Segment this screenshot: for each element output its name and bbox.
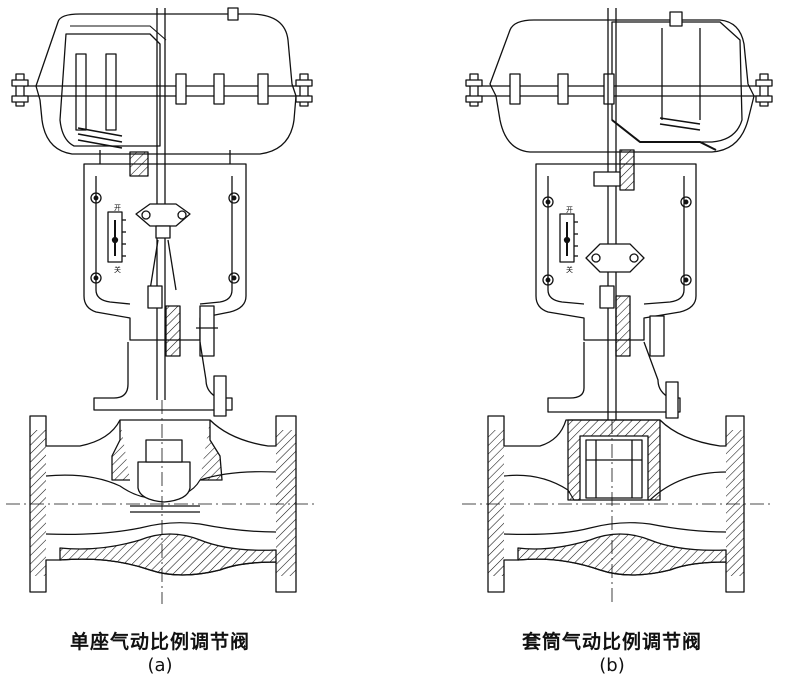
- stem-connector-b: [585, 243, 645, 273]
- actuator-inner-a: [59, 33, 161, 147]
- figure-a-single-seat-valve: 开 关: [6, 7, 316, 604]
- caption-a: 单座气动比例调节阀 (a): [10, 630, 310, 678]
- scale-closed-mark-a: 关: [114, 265, 121, 274]
- stem-connector-a: [135, 203, 191, 227]
- position-scale-a: [107, 211, 126, 263]
- spring-a: [77, 127, 123, 149]
- scale-open-mark-b: 开: [566, 206, 573, 214]
- scale-closed-mark-b: 关: [566, 265, 573, 274]
- caption-label-b: (b): [599, 655, 625, 676]
- spring-b: [659, 117, 701, 131]
- yoke-bolts-a: [90, 192, 240, 284]
- yoke-bolts-b: [542, 196, 692, 286]
- caption-label-a: (a): [147, 655, 173, 676]
- caption-title-b: 套筒气动比例调节阀: [521, 631, 702, 653]
- actuator-housing-a: [35, 13, 297, 155]
- sleeve-cage-b: [567, 419, 661, 501]
- scale-open-mark-a: 开: [114, 204, 121, 212]
- yoke-b: [535, 163, 697, 341]
- valve-plug-a: [137, 461, 191, 503]
- packing-b: [615, 295, 631, 357]
- figure-b-sleeve-valve: 开 关: [462, 8, 773, 604]
- actuator-housing-b: [489, 19, 755, 153]
- position-scale-b: [559, 213, 578, 263]
- caption-title-a: 单座气动比例调节阀: [69, 631, 250, 653]
- packing-a: [165, 305, 181, 357]
- flange-bolts-b: [465, 73, 773, 107]
- caption-b: 套筒气动比例调节阀 (b): [462, 630, 762, 678]
- flange-bolts-a: [11, 73, 313, 107]
